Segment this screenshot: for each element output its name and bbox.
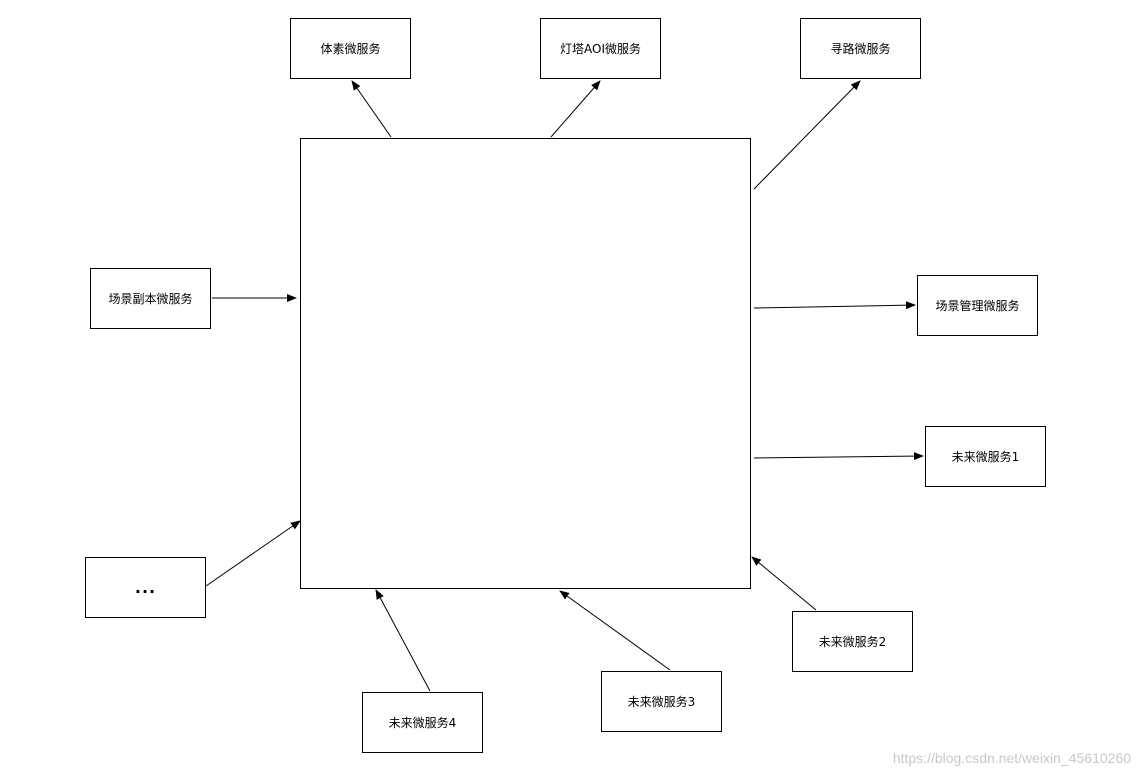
edge-center-to-lighthouse-aoi: [550, 80, 601, 138]
node-scene-management-service: 场景管理微服务: [917, 275, 1038, 336]
edge-center-to-pathfinding: [753, 80, 861, 190]
edge-future-2-to-center: [751, 556, 817, 611]
edge-center-to-voxel: [351, 80, 392, 138]
node-ellipsis: ...: [85, 557, 206, 618]
node-lighthouse-aoi-service: 灯塔AOI微服务: [540, 18, 661, 79]
node-pathfinding-service-label: 寻路微服务: [830, 42, 891, 56]
node-future-service-1-label: 未来微服务1: [951, 450, 1020, 464]
watermark-text: https://blog.csdn.net/weixin_45610260: [892, 750, 1131, 766]
node-scene-instance-service: 场景副本微服务: [90, 268, 211, 329]
central-service-box: [300, 138, 751, 589]
node-pathfinding-service: 寻路微服务: [800, 18, 921, 79]
node-scene-management-service-label: 场景管理微服务: [935, 299, 1020, 313]
node-voxel-service: 体素微服务: [290, 18, 411, 79]
edge-future-3-to-center: [559, 590, 671, 671]
node-future-service-3-label: 未来微服务3: [627, 695, 696, 709]
node-future-service-2-label: 未来微服务2: [818, 635, 887, 649]
node-future-service-1: 未来微服务1: [925, 426, 1046, 487]
node-voxel-service-label: 体素微服务: [320, 42, 381, 56]
node-future-service-2: 未来微服务2: [792, 611, 913, 672]
edge-future-4-to-center: [375, 589, 431, 692]
edge-center-to-scene-management: [753, 301, 916, 310]
node-ellipsis-label: ...: [134, 578, 157, 597]
node-scene-instance-service-label: 场景副本微服务: [108, 292, 193, 306]
edge-center-to-future-1: [753, 452, 924, 461]
node-future-service-4-label: 未来微服务4: [388, 716, 457, 730]
node-future-service-4: 未来微服务4: [362, 692, 483, 753]
node-future-service-3: 未来微服务3: [601, 671, 722, 732]
edge-ellipsis-to-center: [205, 520, 301, 587]
node-lighthouse-aoi-service-label: 灯塔AOI微服务: [560, 42, 641, 56]
